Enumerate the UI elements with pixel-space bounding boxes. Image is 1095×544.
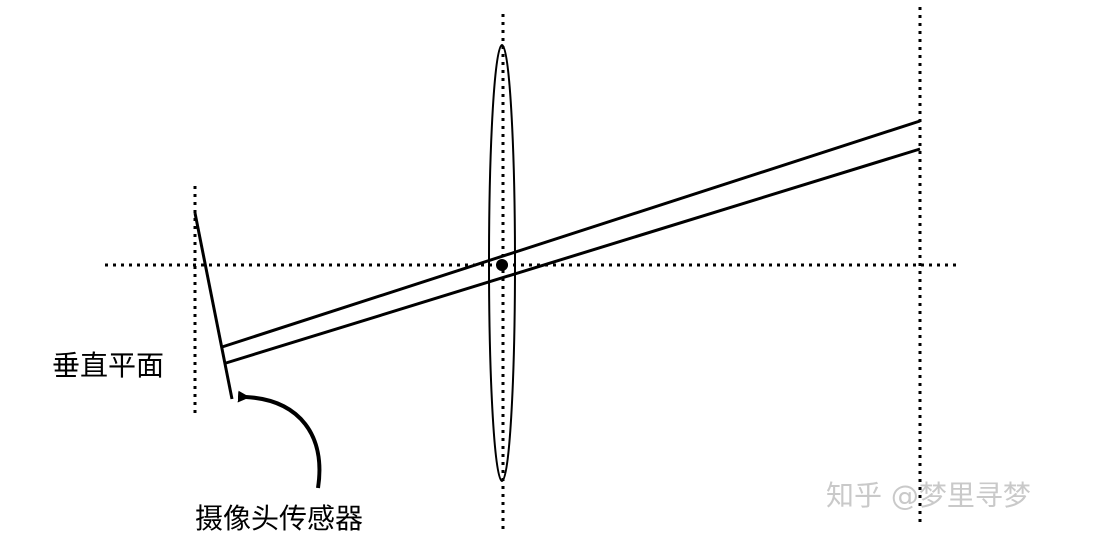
camera-sensor-label: 摄像头传感器	[195, 502, 364, 535]
watermark-text: 知乎 @梦里寻梦	[826, 479, 1031, 512]
ray-upper	[221, 119, 921, 349]
lens-center-dot	[496, 259, 508, 271]
lens-ellipse	[488, 44, 516, 482]
tilted-sensor-line	[193, 212, 234, 400]
ray-lower	[225, 147, 921, 365]
vertical-plane-label: 垂直平面	[52, 349, 165, 382]
sensor-pointer-arrow	[237, 390, 322, 489]
